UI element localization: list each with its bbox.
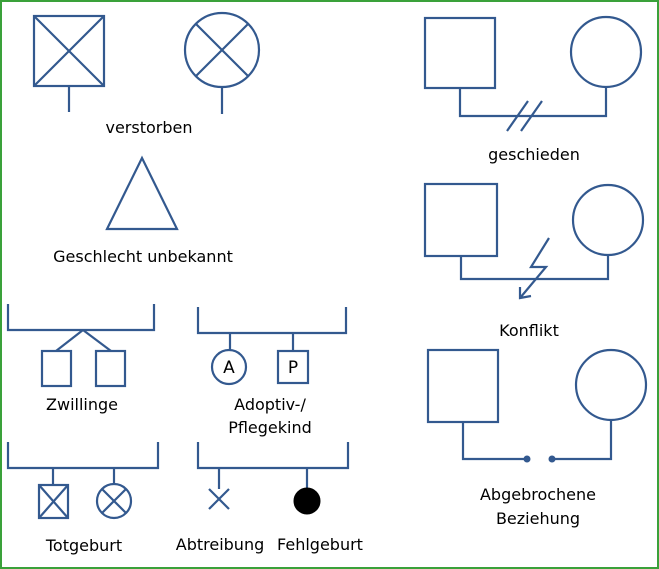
label-adoptiv-line1: Adoptiv-/: [234, 395, 306, 414]
label-konflikt: Konflikt: [499, 321, 559, 340]
divorced-symbol: [423, 15, 643, 132]
label-adoptiv-line2: Pflegekind: [228, 418, 312, 437]
label-geschieden: geschieden: [488, 145, 580, 164]
deceased-female-symbol: [183, 11, 261, 114]
label-abgebrochene-line2: Beziehung: [496, 509, 580, 528]
twins-symbol: [6, 304, 156, 388]
label-geschlecht-unbekannt: Geschlecht unbekannt: [53, 247, 233, 266]
foster-letter: P: [288, 358, 298, 378]
label-verstorben: verstorben: [105, 118, 192, 137]
conflict-symbol: [423, 182, 645, 300]
adopted-foster-symbol: A P: [196, 307, 348, 386]
deceased-male-symbol: [32, 14, 106, 112]
adopted-letter: A: [223, 358, 235, 378]
label-fehlgeburt: Fehlgeburt: [277, 535, 363, 554]
label-zwillinge: Zwillinge: [46, 395, 118, 414]
abortion-miscarriage-symbol: [196, 442, 350, 515]
label-abtreibung: Abtreibung: [176, 535, 264, 554]
label-abgebrochene-line1: Abgebrochene: [480, 485, 596, 504]
label-totgeburt: Totgeburt: [45, 536, 122, 555]
stillbirth-symbol: [6, 442, 160, 520]
broken-relationship-symbol: [426, 348, 648, 463]
unknown-sex-symbol: [105, 155, 179, 231]
